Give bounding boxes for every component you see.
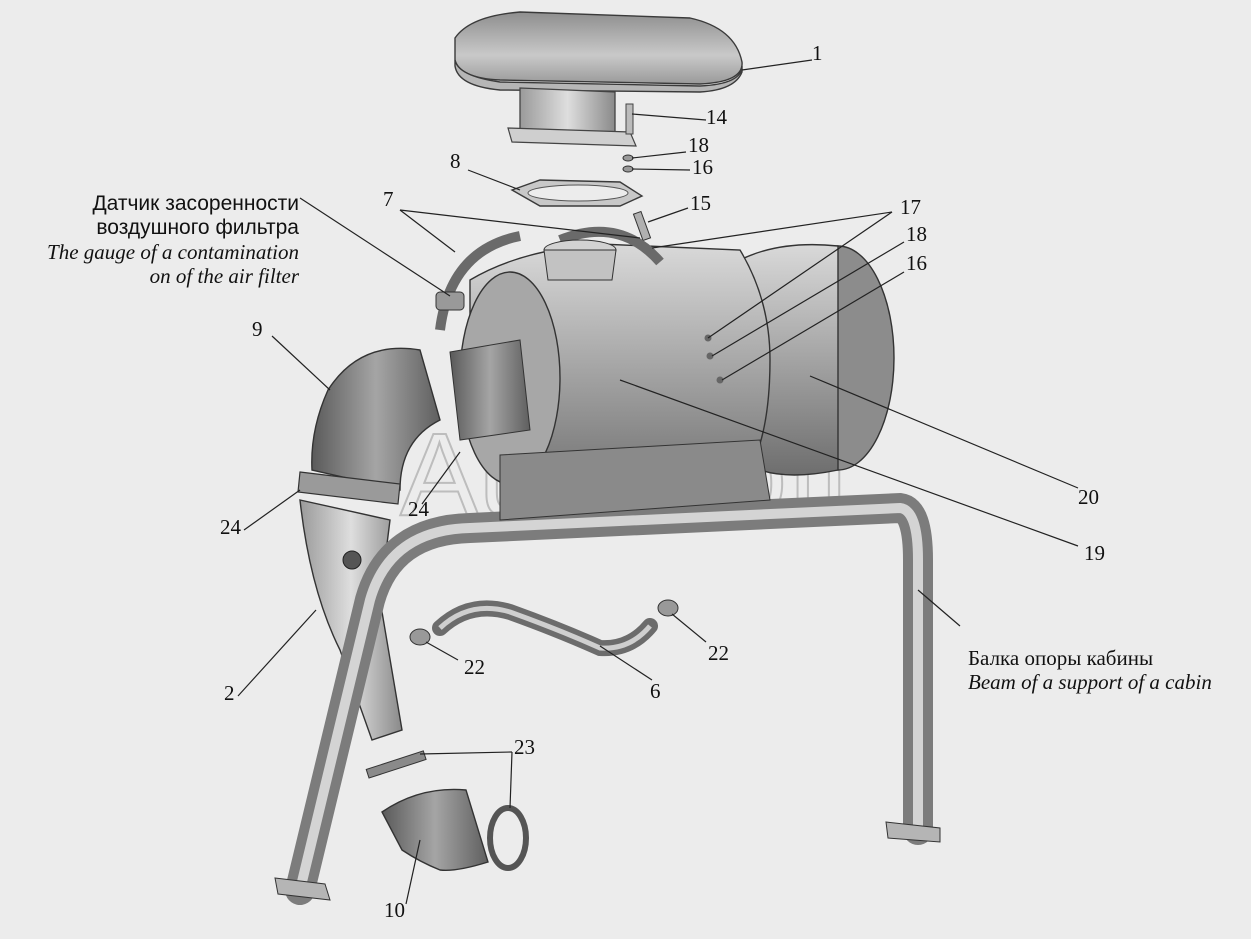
sensor-note-en-line2: on of the air filter — [149, 264, 299, 288]
callout-14: 14 — [706, 105, 728, 129]
sensor-note: Датчик засоренности воздушного фильтра T… — [47, 192, 299, 288]
part-23-clamp-strip — [365, 750, 427, 779]
contamination-sensor — [435, 291, 465, 311]
callout-19: 19 — [1084, 541, 1105, 565]
part-1-rain-cap — [454, 11, 743, 147]
callout-23: 23 — [514, 735, 535, 759]
cabin-support-beam — [274, 439, 941, 905]
part-23-hose-clamp — [487, 805, 529, 871]
callout-18-upper: 18 — [688, 133, 709, 157]
leader-lines — [237, 59, 1079, 905]
callout-16-right: 16 — [906, 251, 927, 275]
beam-note-ru: Балка опоры кабины — [968, 646, 1154, 670]
sensor-note-en-line1: The gauge of a contamination — [47, 240, 299, 264]
callout-24-left: 24 — [220, 515, 242, 539]
part-10-rubber-elbow — [381, 788, 489, 872]
callout-7: 7 — [383, 187, 394, 211]
callout-18-right: 18 — [906, 222, 927, 246]
callout-17: 17 — [900, 195, 921, 219]
callout-numbers: 1 14 18 16 8 15 7 17 18 16 9 20 24 24 19… — [220, 41, 1105, 922]
callout-1: 1 — [812, 41, 823, 65]
part-6-hose — [432, 600, 658, 657]
callout-2: 2 — [224, 681, 235, 705]
callout-9: 9 — [252, 317, 263, 341]
part-8-gasket — [510, 179, 644, 207]
part-15-bolt — [632, 210, 652, 242]
part-19-filter-housing — [435, 226, 895, 501]
callout-24-center: 24 — [408, 497, 430, 521]
beam-note-en: Beam of a support of a cabin — [968, 670, 1212, 694]
sensor-note-ru-line2: воздушного фильтра — [96, 216, 299, 239]
callout-8: 8 — [450, 149, 461, 173]
callout-22-right: 22 — [708, 641, 729, 665]
callout-16-upper: 16 — [692, 155, 713, 179]
sensor-note-ru-line1: Датчик засоренности — [92, 192, 299, 215]
callout-15: 15 — [690, 191, 711, 215]
callout-6: 6 — [650, 679, 661, 703]
hardware-upper-washer-nut — [622, 154, 634, 173]
callout-10: 10 — [384, 898, 405, 922]
part-9-elbow — [311, 347, 441, 491]
part-22-clamp-left — [409, 628, 431, 646]
part-24-clamp-left — [297, 471, 401, 505]
callout-22-left: 22 — [464, 655, 485, 679]
part-22-clamp-right — [657, 599, 679, 617]
beam-note: Балка опоры кабины Beam of a support of … — [968, 646, 1212, 694]
callout-20: 20 — [1078, 485, 1099, 509]
